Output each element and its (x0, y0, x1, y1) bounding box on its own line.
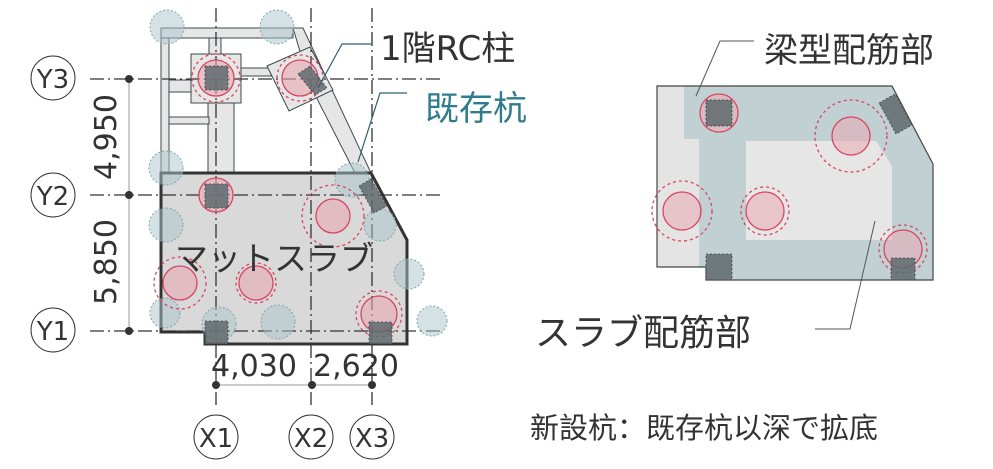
existing-pile (363, 208, 397, 242)
axis-label-y1: Y1 (36, 317, 69, 347)
leaders-right (695, 40, 876, 330)
dim-x2-x3: 2,620 (313, 349, 399, 384)
existing-pile (148, 150, 184, 186)
beam-rebar-label: 梁型配筋部 (764, 31, 934, 71)
dim-y2-y1: 5,850 (89, 219, 124, 305)
dim-y3-y2: 4,950 (89, 94, 124, 180)
axis-label-x3: X3 (355, 424, 389, 454)
existing-pile-label: 既存杭 (425, 89, 527, 129)
new-piles-right (651, 93, 928, 274)
existing-pile (260, 304, 296, 340)
dimension-lines (125, 75, 376, 389)
existing-pile (148, 207, 184, 243)
axis-label-y2: Y2 (36, 182, 69, 212)
existing-pile (393, 258, 425, 290)
leaders (317, 43, 407, 163)
existing-pile (416, 305, 448, 337)
axis-label-x2: X2 (294, 424, 328, 454)
existing-pile (259, 9, 295, 45)
existing-pile (149, 297, 181, 329)
axis-label-x1: X1 (199, 424, 233, 454)
mat-slab-label: マットスラブ (175, 239, 373, 278)
grid-bubbles (30, 55, 395, 460)
dim-x1-x2: 4,030 (211, 349, 297, 384)
column-label: 1階RC柱 (380, 29, 515, 69)
note-text: 新設杭：既存杭以深で拡底 (530, 411, 878, 445)
columns (204, 65, 393, 345)
slab-rebar-label: スラブ配筋部 (535, 313, 751, 354)
axis-label-y3: Y3 (36, 65, 69, 95)
columns-right (705, 93, 916, 281)
existing-pile (149, 9, 185, 45)
